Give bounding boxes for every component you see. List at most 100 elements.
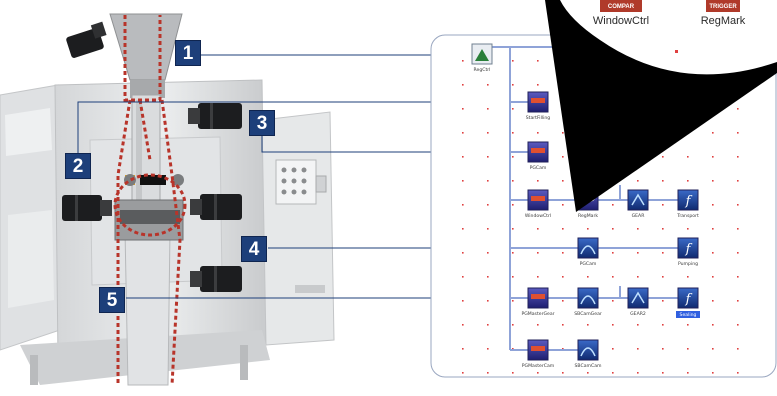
grid-dot: [662, 324, 664, 326]
servo-motor-upper-right: [188, 103, 242, 129]
grid-dot: [662, 228, 664, 230]
block-transport: f Transport: [676, 189, 699, 219]
grid-dot: [537, 60, 539, 62]
block-label: PGMasterCam: [522, 363, 555, 369]
grid-dot: [612, 300, 614, 302]
grid-dot: [737, 324, 739, 326]
block-label: GEAR2: [630, 311, 646, 317]
grid-dot: [562, 228, 564, 230]
grid-dot: [462, 156, 464, 158]
grid-dot: [462, 108, 464, 110]
grid-dot: [612, 228, 614, 230]
grid-dot: [712, 156, 714, 158]
grid-dot: [512, 108, 514, 110]
grid-dot: [712, 132, 714, 134]
grid-dot: [687, 348, 689, 350]
grid-dot: [737, 276, 739, 278]
servo-motor-right: [190, 194, 242, 220]
grid-dot: [537, 276, 539, 278]
grid-dot: [612, 252, 614, 254]
grid-dot: [512, 252, 514, 254]
servo-motor-left: [62, 195, 112, 221]
grid-dot: [737, 252, 739, 254]
grid-dot: [512, 372, 514, 374]
grid-dot: [687, 372, 689, 374]
grid-dot: [712, 228, 714, 230]
grid-dot: [462, 180, 464, 182]
block-sealing: f Sealing: [676, 287, 700, 318]
grid-dot: [537, 132, 539, 134]
grid-dot: [712, 252, 714, 254]
block-label: Sealing: [680, 312, 697, 318]
grid-dot: [487, 372, 489, 374]
grid-dot: [612, 372, 614, 374]
zoom-badge-left: COMPAR: [608, 4, 635, 10]
grid-dot: [687, 276, 689, 278]
grid-dot: [562, 324, 564, 326]
grid-dot: [487, 300, 489, 302]
grid-dot: [562, 372, 564, 374]
callout-5: 5: [99, 287, 125, 313]
grid-dot: [487, 84, 489, 86]
grid-dot: [712, 372, 714, 374]
grid-dot: [637, 276, 639, 278]
grid-dot: [462, 132, 464, 134]
grid-dot: [512, 132, 514, 134]
block-pg-cam-2: PGCam: [577, 237, 599, 267]
grid-dot: [512, 276, 514, 278]
grid-dot: [562, 252, 564, 254]
grid-dot: [562, 156, 564, 158]
grid-dot: [487, 228, 489, 230]
grid-dot: [512, 348, 514, 350]
grid-dot: [612, 324, 614, 326]
block-label: RegCtrl: [474, 67, 491, 73]
grid-dot: [587, 372, 589, 374]
grid-dot: [737, 228, 739, 230]
block-label: Pumping: [678, 261, 698, 267]
grid-dot: [462, 300, 464, 302]
block-sb-cam-cam: SBCamCam: [575, 339, 603, 369]
grid-dot: [462, 204, 464, 206]
grid-dot: [512, 228, 514, 230]
grid-dot: [662, 300, 664, 302]
callout-2: 2: [65, 153, 91, 179]
block-pg-cam-1: PGCam: [527, 141, 549, 171]
grid-dot: [537, 180, 539, 182]
grid-dot: [512, 156, 514, 158]
callout-3: 3: [249, 110, 275, 136]
block-pg-master-cam: PGMasterCam: [522, 339, 555, 369]
zoom-label-left: WindowCtrl: [593, 15, 649, 27]
grid-dot: [462, 372, 464, 374]
block-label: SBCamGear: [574, 311, 602, 317]
grid-dot: [562, 180, 564, 182]
grid-dot: [662, 156, 664, 158]
grid-dot: [562, 276, 564, 278]
grid-dot: [487, 180, 489, 182]
grid-dot: [462, 324, 464, 326]
block-label: SBCamCam: [575, 363, 603, 369]
grid-dot: [462, 228, 464, 230]
grid-dot: [662, 348, 664, 350]
block-pg-master-gear: PGMasterGear: [521, 287, 555, 317]
grid-dot: [562, 132, 564, 134]
svg-text:f: f: [685, 242, 693, 257]
grid-dot: [512, 324, 514, 326]
grid-dot: [562, 348, 564, 350]
grid-dot: [537, 252, 539, 254]
block-label: RegMark: [578, 213, 598, 219]
grid-dot: [612, 276, 614, 278]
grid-dot: [512, 180, 514, 182]
grid-dot: [737, 156, 739, 158]
grid-dot: [462, 60, 464, 62]
grid-dot: [487, 204, 489, 206]
grid-dot: [637, 228, 639, 230]
svg-text:f: f: [685, 194, 693, 209]
grid-dot: [712, 276, 714, 278]
block-window-ctrl: WindowCtrl: [525, 189, 551, 219]
grid-dot: [687, 156, 689, 158]
servo-motor-lower: [190, 266, 242, 292]
grid-dot: [587, 276, 589, 278]
callout-arrows: [77, 49, 491, 304]
grid-dot: [687, 324, 689, 326]
